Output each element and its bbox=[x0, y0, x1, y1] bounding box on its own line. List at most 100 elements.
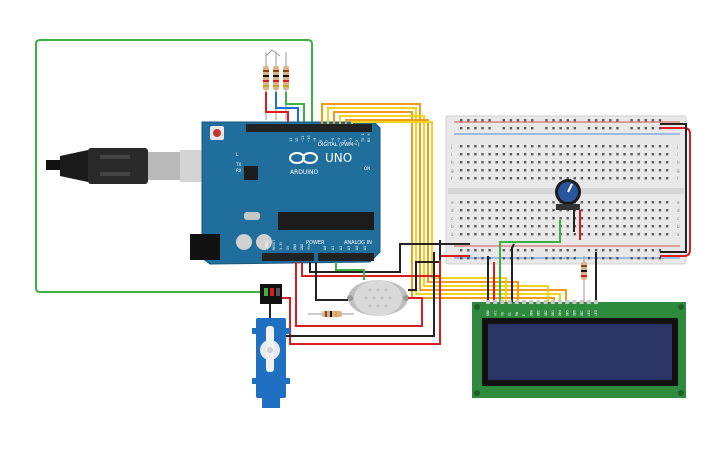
breadboard-hole[interactable] bbox=[531, 145, 534, 148]
breadboard-hole[interactable] bbox=[474, 217, 477, 220]
breadboard-hole[interactable] bbox=[566, 127, 569, 130]
breadboard-hole[interactable] bbox=[474, 209, 477, 212]
breadboard-hole[interactable] bbox=[538, 217, 541, 220]
breadboard-hole[interactable] bbox=[580, 177, 584, 180]
breadboard-hole[interactable] bbox=[559, 161, 562, 164]
breadboard-hole[interactable] bbox=[502, 217, 505, 220]
breadboard-hole[interactable] bbox=[545, 201, 548, 204]
breadboard-hole[interactable] bbox=[594, 209, 598, 212]
breadboard-hole[interactable] bbox=[481, 127, 484, 130]
breadboard-hole[interactable] bbox=[623, 209, 626, 212]
breadboard-hole[interactable] bbox=[488, 233, 491, 236]
breadboard-hole[interactable] bbox=[665, 209, 669, 212]
breadboard-hole[interactable] bbox=[523, 127, 527, 130]
breadboard-hole[interactable] bbox=[573, 233, 576, 236]
breadboard-hole[interactable] bbox=[552, 257, 555, 260]
lcd-pin[interactable] bbox=[565, 300, 570, 304]
breadboard-hole[interactable] bbox=[559, 217, 562, 220]
lcd-pin[interactable] bbox=[493, 300, 498, 304]
breadboard-hole[interactable] bbox=[481, 145, 484, 148]
breadboard-hole[interactable] bbox=[460, 249, 463, 252]
green-wire-pot[interactable] bbox=[499, 220, 561, 302]
breadboard-hole[interactable] bbox=[580, 153, 584, 156]
breadboard-hole[interactable] bbox=[623, 161, 626, 164]
breadboard-hole[interactable] bbox=[580, 201, 584, 204]
breadboard-hole[interactable] bbox=[587, 233, 591, 236]
breadboard-hole[interactable] bbox=[658, 119, 662, 122]
breadboard-hole[interactable] bbox=[545, 249, 548, 252]
breadboard-hole[interactable] bbox=[630, 127, 633, 130]
breadboard-hole[interactable] bbox=[644, 153, 647, 156]
breadboard-hole[interactable] bbox=[665, 169, 669, 172]
red-wire-servo[interactable] bbox=[276, 260, 441, 345]
breadboard-hole[interactable] bbox=[488, 217, 491, 220]
breadboard-hole[interactable] bbox=[587, 153, 591, 156]
breadboard-hole[interactable] bbox=[651, 127, 655, 130]
breadboard-hole[interactable] bbox=[644, 257, 647, 260]
breadboard-hole[interactable] bbox=[481, 161, 484, 164]
gas-sensor[interactable] bbox=[347, 280, 409, 316]
breadboard-hole[interactable] bbox=[637, 153, 640, 156]
breadboard-hole[interactable] bbox=[523, 209, 527, 212]
breadboard-hole[interactable] bbox=[523, 201, 527, 204]
lcd-pin[interactable] bbox=[507, 300, 512, 304]
breadboard-hole[interactable] bbox=[587, 119, 591, 122]
breadboard-hole[interactable] bbox=[552, 201, 555, 204]
breadboard-hole[interactable] bbox=[495, 225, 498, 228]
breadboard-hole[interactable] bbox=[602, 217, 605, 220]
breadboard-hole[interactable] bbox=[488, 209, 491, 212]
breadboard-hole[interactable] bbox=[587, 249, 591, 252]
breadboard-hole[interactable] bbox=[609, 145, 612, 148]
breadboard-hole[interactable] bbox=[516, 225, 520, 228]
breadboard-hole[interactable] bbox=[481, 233, 484, 236]
breadboard-hole[interactable] bbox=[552, 209, 555, 212]
breadboard-hole[interactable] bbox=[566, 161, 569, 164]
breadboard-hole[interactable] bbox=[467, 177, 470, 180]
breadboard-hole[interactable] bbox=[531, 225, 534, 228]
breadboard-hole[interactable] bbox=[637, 119, 640, 122]
breadboard-hole[interactable] bbox=[531, 161, 534, 164]
breadboard-hole[interactable] bbox=[509, 201, 513, 204]
breadboard-hole[interactable] bbox=[566, 225, 569, 228]
breadboard-hole[interactable] bbox=[644, 209, 647, 212]
breadboard-hole[interactable] bbox=[467, 225, 470, 228]
breadboard-hole[interactable] bbox=[467, 169, 470, 172]
breadboard-hole[interactable] bbox=[594, 177, 598, 180]
breadboard-hole[interactable] bbox=[516, 145, 520, 148]
black-wire-gnd[interactable] bbox=[309, 243, 470, 273]
resistor-lcd-backlight[interactable] bbox=[581, 256, 587, 302]
breadboard-hole[interactable] bbox=[509, 257, 513, 260]
breadboard-hole[interactable] bbox=[566, 145, 569, 148]
breadboard-hole[interactable] bbox=[559, 145, 562, 148]
breadboard-hole[interactable] bbox=[602, 177, 605, 180]
resistor-group-top[interactable] bbox=[263, 49, 289, 120]
breadboard-hole[interactable] bbox=[594, 161, 598, 164]
breadboard-hole[interactable] bbox=[509, 209, 513, 212]
breadboard-hole[interactable] bbox=[658, 233, 662, 236]
breadboard-hole[interactable] bbox=[602, 161, 605, 164]
lcd-pin[interactable] bbox=[529, 300, 534, 304]
breadboard-hole[interactable] bbox=[630, 145, 633, 148]
breadboard-hole[interactable] bbox=[481, 153, 484, 156]
breadboard-hole[interactable] bbox=[531, 119, 534, 122]
breadboard-hole[interactable] bbox=[467, 201, 470, 204]
breadboard-hole[interactable] bbox=[474, 169, 477, 172]
breadboard-hole[interactable] bbox=[651, 233, 655, 236]
breadboard-hole[interactable] bbox=[488, 145, 491, 148]
breadboard-hole[interactable] bbox=[616, 161, 619, 164]
breadboard-hole[interactable] bbox=[481, 209, 484, 212]
breadboard-hole[interactable] bbox=[460, 145, 463, 148]
breadboard-hole[interactable] bbox=[616, 217, 619, 220]
breadboard-hole[interactable] bbox=[602, 169, 605, 172]
breadboard-hole[interactable] bbox=[602, 127, 605, 130]
breadboard-hole[interactable] bbox=[531, 153, 534, 156]
breadboard-hole[interactable] bbox=[474, 161, 477, 164]
breadboard-hole[interactable] bbox=[651, 169, 655, 172]
breadboard-hole[interactable] bbox=[467, 127, 470, 130]
breadboard-hole[interactable] bbox=[573, 169, 576, 172]
breadboard-hole[interactable] bbox=[566, 249, 569, 252]
breadboard-hole[interactable] bbox=[488, 153, 491, 156]
breadboard-hole[interactable] bbox=[609, 249, 612, 252]
breadboard-hole[interactable] bbox=[502, 201, 505, 204]
breadboard-hole[interactable] bbox=[623, 169, 626, 172]
